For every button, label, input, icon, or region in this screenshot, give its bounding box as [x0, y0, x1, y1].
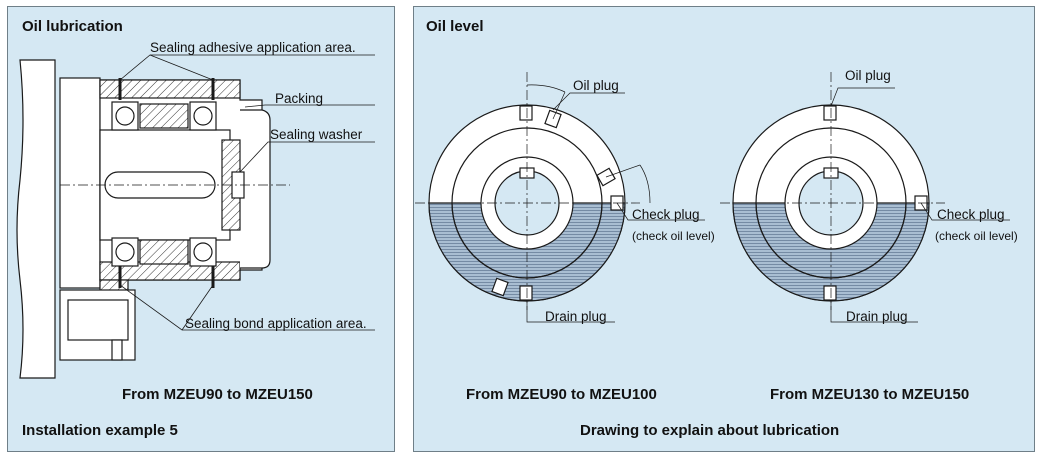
- ring-diagram-left: [415, 72, 705, 323]
- label-check-plug-left: Check plug: [632, 207, 700, 222]
- label-sealing-bond: Sealing bond application area.: [185, 316, 367, 331]
- label-check-note-left: (check oil level): [632, 229, 715, 243]
- ring-diagram-right: [720, 72, 1010, 323]
- oil-plug-left: [519, 105, 533, 121]
- left-caption-example: Installation example 5: [22, 422, 178, 439]
- label-drain-plug-right: Drain plug: [846, 309, 908, 324]
- cross-section-drawing: [16, 54, 375, 379]
- left-panel-title: Oil lubrication: [22, 18, 123, 35]
- label-check-plug-right: Check plug: [937, 207, 1005, 222]
- label-drain-plug-left: Drain plug: [545, 309, 607, 324]
- right-panel-title: Oil level: [426, 18, 484, 35]
- label-sealing-washer: Sealing washer: [270, 127, 363, 142]
- label-oil-plug-left: Oil plug: [573, 78, 619, 93]
- drain-plug-left: [519, 285, 533, 301]
- right-footer-caption: Drawing to explain about lubrication: [580, 422, 840, 439]
- caption-left-diagram: From MZEU90 to MZEU100: [466, 386, 657, 403]
- drain-plug-right: [823, 285, 837, 301]
- label-oil-plug-right: Oil plug: [845, 68, 891, 83]
- left-caption-range: From MZEU90 to MZEU150: [122, 386, 313, 403]
- label-packing: Packing: [275, 91, 324, 106]
- caption-right-diagram: From MZEU130 to MZEU150: [770, 386, 970, 403]
- label-sealing-adhesive: Sealing adhesive application area.: [150, 40, 356, 55]
- oil-plug-right: [823, 105, 837, 121]
- label-check-note-right: (check oil level): [935, 229, 1018, 243]
